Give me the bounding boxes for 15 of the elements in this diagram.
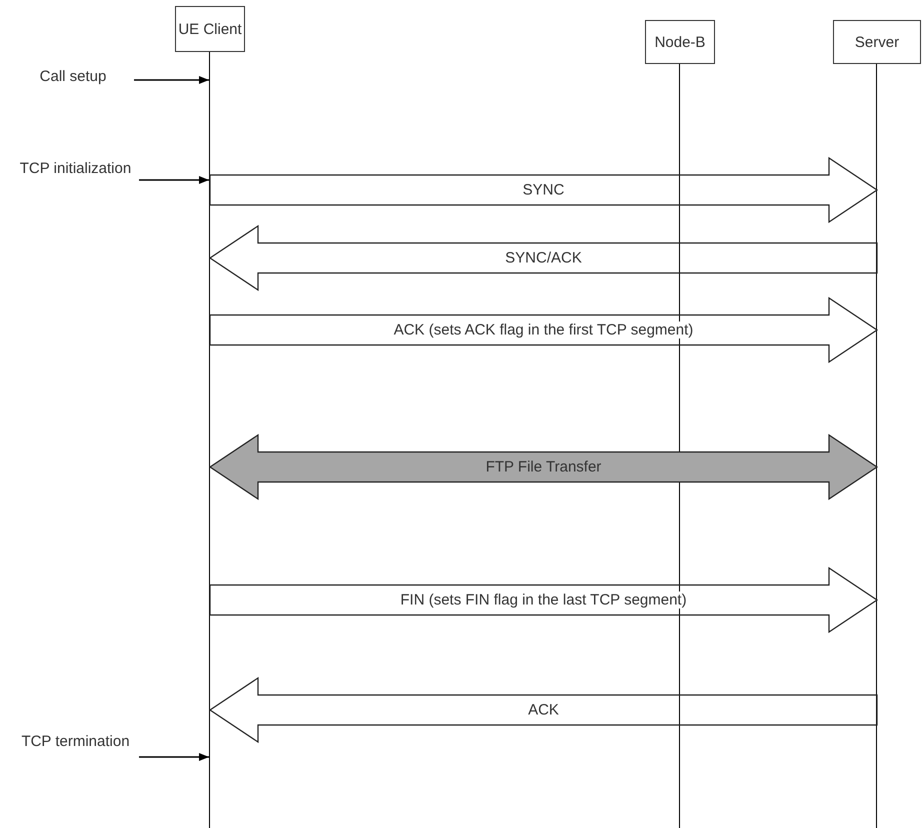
step-label: Call setup <box>18 68 128 85</box>
block-arrow <box>208 224 878 292</box>
arrow <box>139 176 209 184</box>
block-arrow <box>209 156 878 224</box>
participant-box: Server <box>833 20 921 64</box>
step-label: TCP termination <box>18 733 133 750</box>
block-arrow <box>208 676 878 744</box>
arrow <box>134 76 209 84</box>
block-arrow <box>208 434 878 500</box>
participant-box: UE Client <box>175 6 245 52</box>
block-arrow <box>209 296 878 364</box>
block-arrow <box>209 566 878 634</box>
arrow <box>139 753 209 761</box>
step-label: TCP initialization <box>18 160 133 177</box>
participant-box: Node-B <box>645 20 715 64</box>
